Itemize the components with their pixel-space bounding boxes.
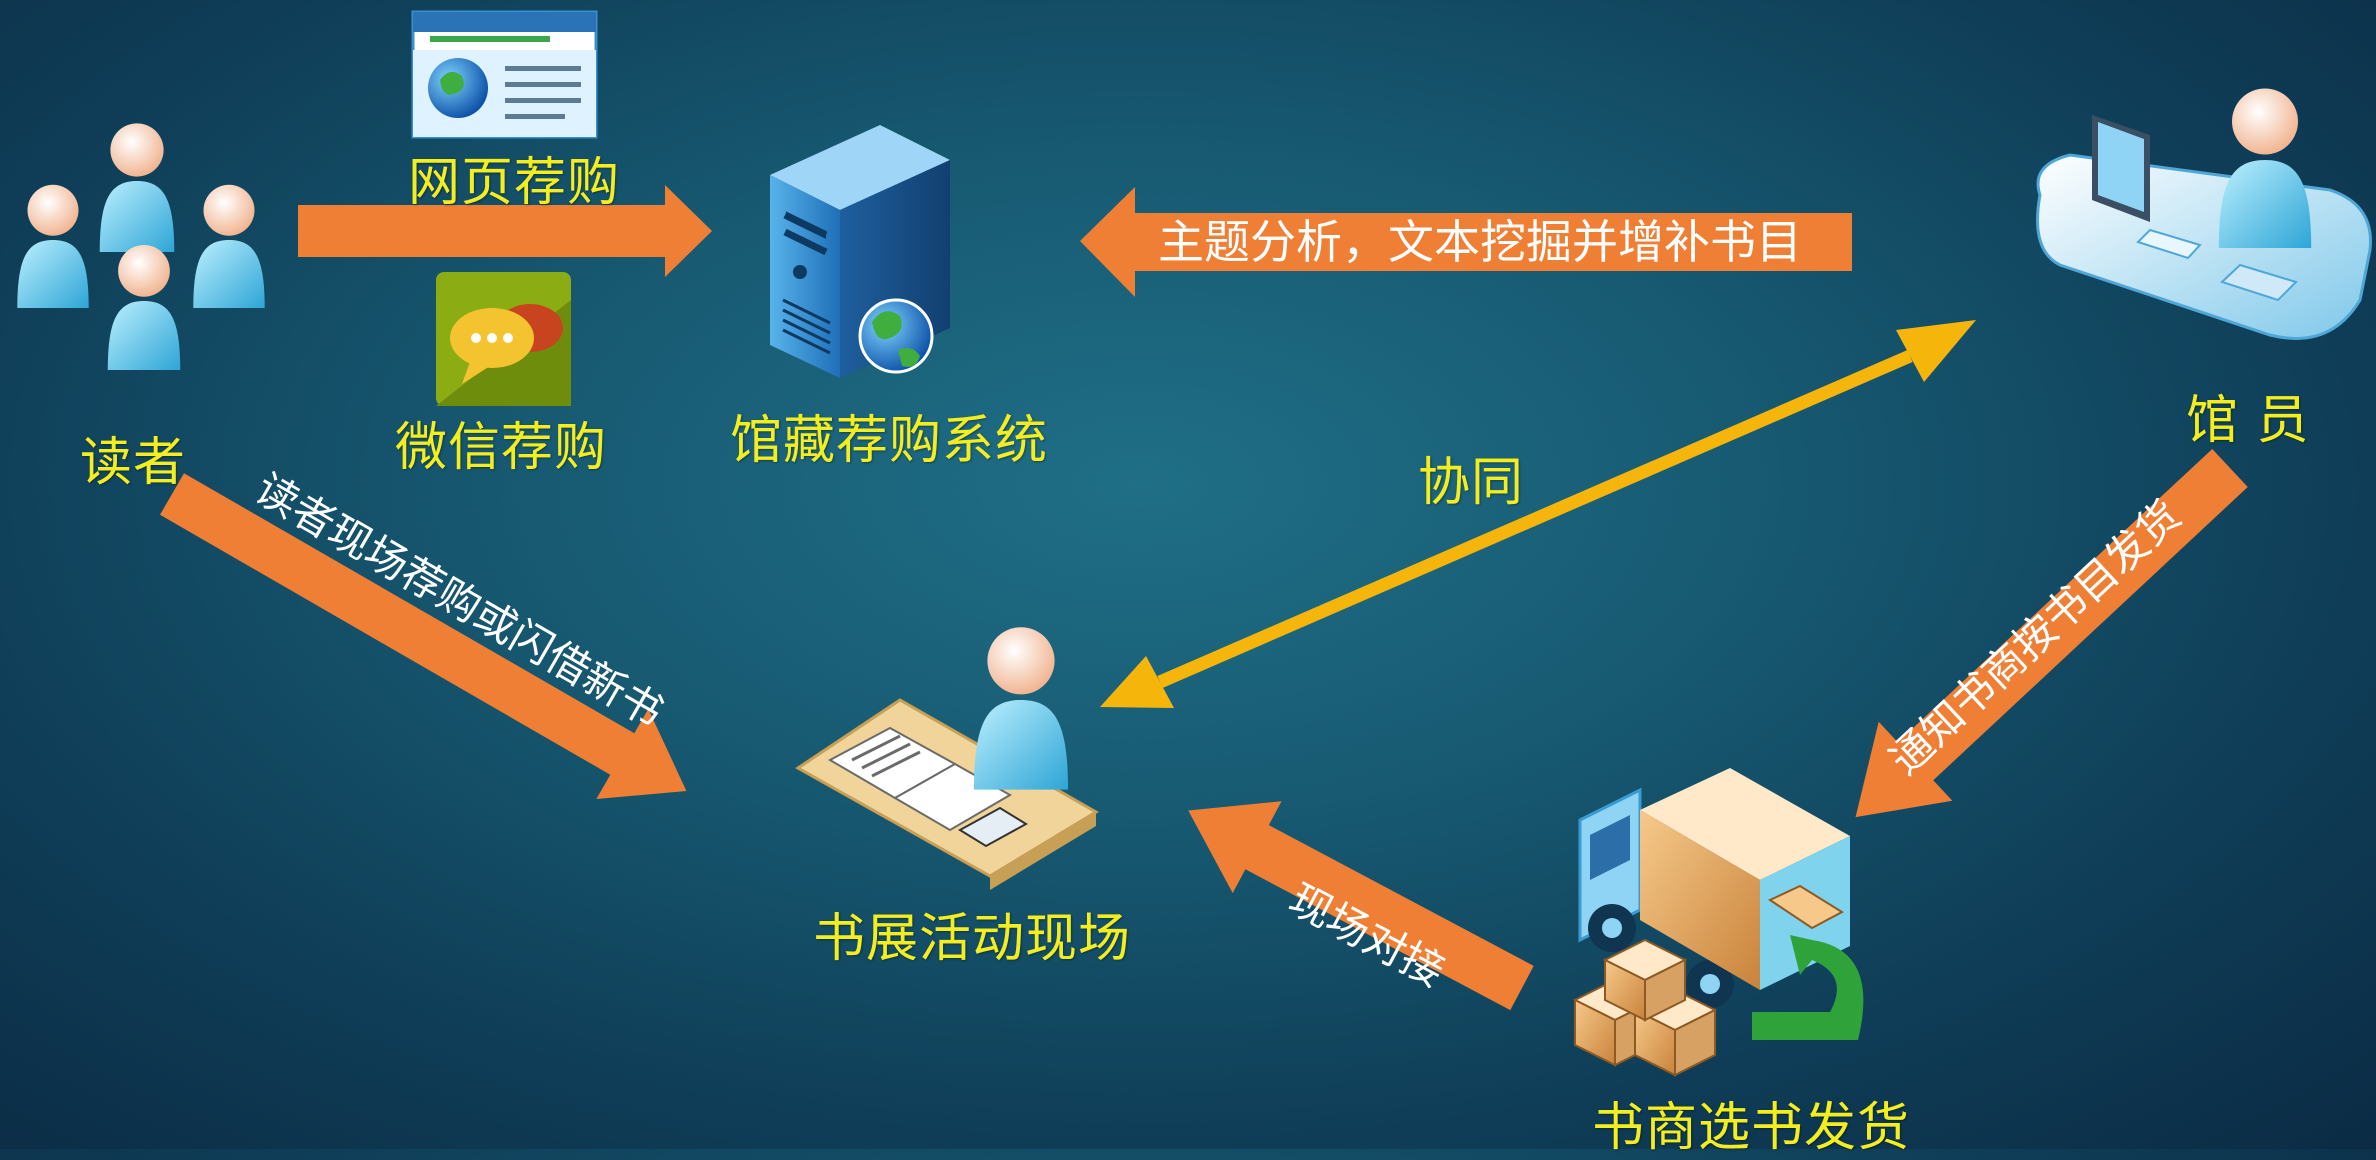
arrow-cooperate-bidirectional: [1100, 320, 1976, 708]
arrow-readers-to-bookfair: [160, 473, 687, 800]
arrow-readers-to-system: [298, 185, 712, 277]
label-cooperate: 协同: [1418, 453, 1525, 513]
label-web-recommend: 网页荐购: [408, 153, 621, 213]
arrow-vendor-to-bookfair: [1188, 801, 1534, 1011]
server-icon: [770, 125, 950, 378]
arrow-label-topic-analysis: 主题分析，文本挖掘并增补书目: [1158, 215, 1802, 269]
label-system: 馆藏荐购系统: [730, 411, 1049, 471]
arrow-librarian-to-vendor: [1855, 448, 2248, 818]
bookfair-desk-icon: [795, 627, 1099, 890]
label-wechat-recommend: 微信荐购: [395, 418, 608, 478]
label-readers: 读者: [80, 433, 187, 493]
webpage-icon: [411, 10, 598, 139]
arrow-librarian-to-system: [1080, 187, 1852, 297]
reader-group-icon: [17, 123, 265, 370]
label-librarian: 馆 员: [2186, 391, 2310, 451]
wechat-icon: [436, 272, 571, 406]
librarian-desk-icon: [2036, 88, 2372, 340]
arrow-label-notify-vendor: 通知书商按书目发货: [1880, 491, 2190, 785]
label-bookfair: 书展活动现场: [813, 909, 1132, 969]
label-vendor: 书商选书发货: [1592, 1098, 1911, 1158]
delivery-truck-icon: [1572, 768, 1864, 1077]
